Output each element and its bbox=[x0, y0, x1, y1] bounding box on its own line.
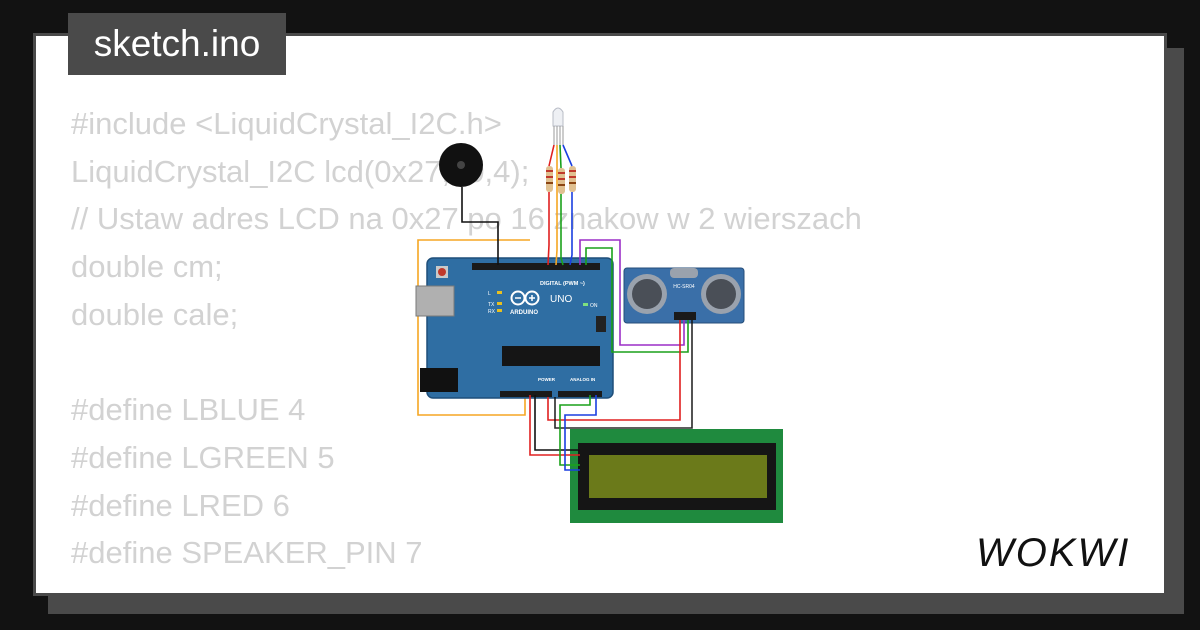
wire-blue-lcd bbox=[564, 395, 597, 471]
code-line: #define LGREEN 5 bbox=[71, 439, 335, 475]
resistor bbox=[558, 168, 565, 194]
arduino-uno-board: DIGITAL (PWM ~) UNO ARDUINO L TX RX ON P… bbox=[415, 257, 614, 399]
atmega-chip bbox=[502, 346, 600, 366]
code-line: double cm; bbox=[71, 249, 223, 285]
wire-red bbox=[547, 144, 555, 266]
digital-header-label: DIGITAL (PWM ~) bbox=[540, 281, 585, 287]
on-label: ON bbox=[590, 303, 598, 309]
code-line: #define SPEAKER_PIN 7 bbox=[71, 535, 423, 571]
wire-red-sensor bbox=[547, 320, 681, 421]
code-preview: #include <LiquidCrystal_I2C.h> LiquidCrys… bbox=[71, 100, 862, 577]
code-line: #define LBLUE 4 bbox=[71, 392, 306, 428]
lcd-display bbox=[570, 429, 783, 523]
wire-orange-led bbox=[555, 145, 558, 266]
analog-header-label: ANALOG IN bbox=[570, 377, 595, 382]
wire-black-buzzer bbox=[461, 187, 499, 265]
board-model-label: UNO bbox=[550, 294, 572, 305]
code-line: double cale; bbox=[71, 296, 239, 332]
sensor-label: HC-SR04 bbox=[673, 284, 695, 290]
board-brand-label: ARDUINO bbox=[510, 310, 538, 316]
resistor bbox=[569, 166, 576, 192]
power-header-label: POWER bbox=[538, 377, 556, 382]
power-header bbox=[500, 391, 552, 397]
wire-orange bbox=[417, 239, 530, 416]
code-line: LiquidCrystal_I2C lcd(0x27,20,4); bbox=[71, 153, 530, 189]
wokwi-logo: WOKWI bbox=[976, 531, 1130, 575]
wire-green-lcd bbox=[559, 395, 591, 466]
code-line: #define LRED 6 bbox=[71, 487, 290, 523]
reset-button bbox=[438, 268, 446, 276]
ultrasonic-sensor: HC-SR04 bbox=[623, 267, 745, 324]
led-label-rx: RX bbox=[488, 309, 496, 315]
analog-header bbox=[558, 391, 602, 397]
rgb-led bbox=[552, 107, 564, 145]
arduino-logo-icon bbox=[510, 290, 540, 306]
wire-green-sensor bbox=[585, 247, 689, 353]
wire-blue-led bbox=[562, 144, 573, 266]
wire-red-lcd bbox=[529, 395, 580, 456]
usb-connector bbox=[415, 285, 455, 317]
icsp-header bbox=[596, 316, 606, 332]
brand-name: WOKWI bbox=[976, 531, 1130, 575]
wire-purple bbox=[579, 239, 685, 346]
led-label-l: L bbox=[488, 291, 491, 297]
wire-black-sensor bbox=[554, 320, 693, 429]
wire-green-led bbox=[559, 144, 564, 266]
digital-header bbox=[472, 263, 600, 270]
code-line: #include <LiquidCrystal_I2C.h> bbox=[71, 106, 502, 141]
code-line: // Ustaw adres LCD na 0x27 po 16 znakow … bbox=[71, 201, 862, 237]
file-tab: sketch.ino bbox=[68, 13, 286, 75]
power-jack bbox=[420, 368, 458, 392]
led-label-tx: TX bbox=[488, 302, 495, 308]
resistor bbox=[546, 166, 553, 192]
piezo-buzzer bbox=[439, 143, 483, 187]
